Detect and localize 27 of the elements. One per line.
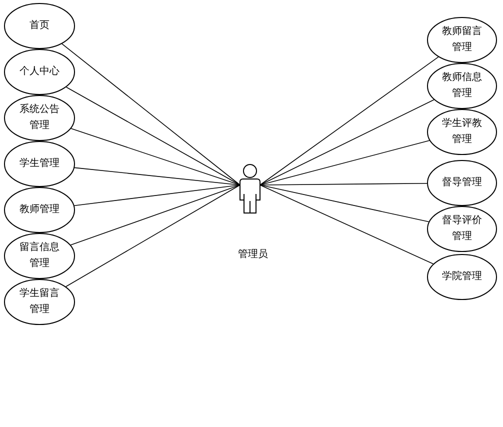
association-line (260, 99, 434, 186)
actor-label: 管理员 (237, 248, 269, 261)
association-line (260, 184, 434, 264)
association-line (70, 128, 240, 186)
association-line (260, 56, 439, 186)
association-line (260, 182, 428, 186)
use-case-label: 学生留言管理 (20, 286, 60, 317)
use-case-label: 学生管理 (20, 156, 60, 171)
association-line (66, 86, 240, 186)
association-line (70, 184, 240, 246)
association-line (260, 140, 430, 186)
use-case-label: 教师留言管理 (442, 24, 482, 55)
use-case-label: 系统公告管理 (20, 102, 60, 133)
use-case-label: 个人中心 (20, 64, 60, 79)
use-case-label: 学生评教管理 (442, 116, 482, 147)
association-line (74, 184, 240, 206)
use-case-label: 教师信息管理 (442, 70, 482, 101)
use-case-label: 督导管理 (442, 176, 482, 190)
use-case-label: 学院管理 (442, 270, 482, 284)
use-case-label: 留言信息管理 (20, 240, 60, 271)
use-case-label: 督导评价管理 (442, 214, 482, 244)
association-line (65, 184, 240, 287)
use-case-label: 首页 (28, 19, 50, 33)
association-line (260, 184, 430, 222)
association-line (62, 43, 240, 186)
association-line (74, 167, 240, 186)
use-case-label: 教师管理 (20, 203, 60, 217)
